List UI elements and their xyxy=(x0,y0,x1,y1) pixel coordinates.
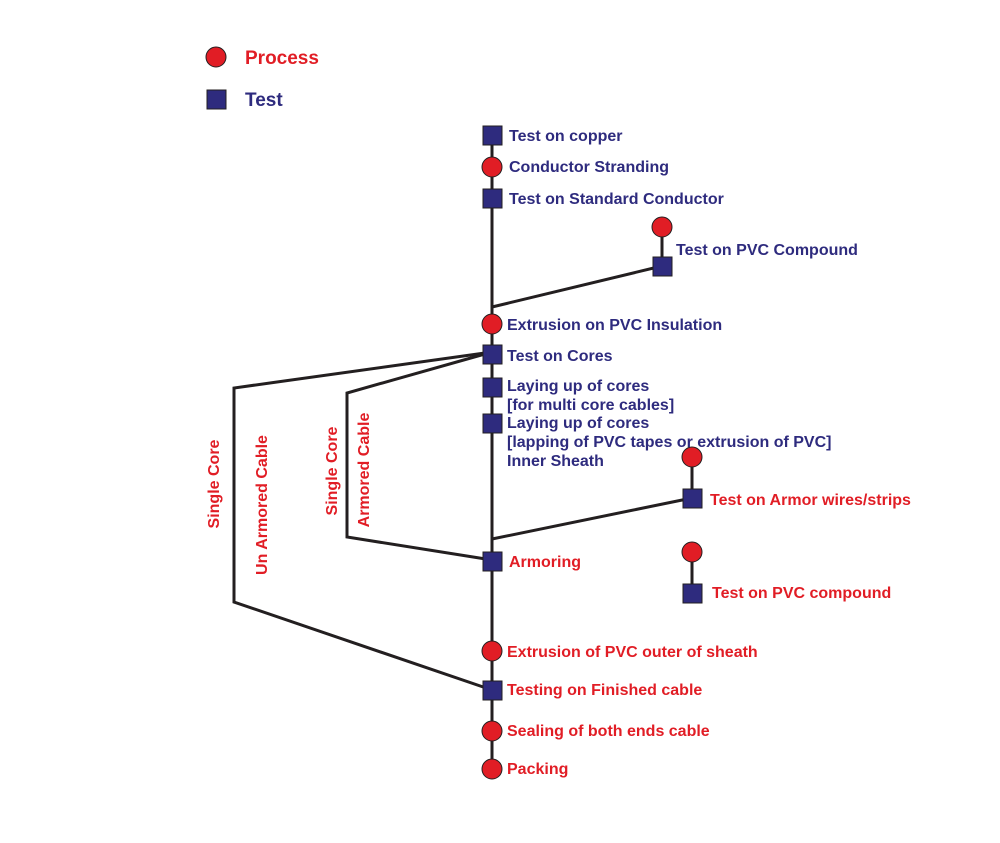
label-test-pvc-compound-1: Test on PVC Compound xyxy=(676,242,858,259)
label-sealing: Sealing of both ends cable xyxy=(507,723,710,740)
label-packing: Packing xyxy=(507,761,568,778)
node-pvc-compound-1-process xyxy=(651,216,673,238)
label-extrusion-outer-sheath: Extrusion of PVC outer of sheath xyxy=(507,644,758,661)
label-test-cores: Test on Cores xyxy=(507,348,613,365)
label-test-pvc-compound-2: Test on PVC compound xyxy=(712,585,891,602)
legend: Process Test xyxy=(205,46,319,111)
node-test-cores xyxy=(482,344,503,365)
branch-labels: Single Core Un Armored Cable Single Core… xyxy=(206,413,373,575)
pvc-compound-1-branch-line xyxy=(491,264,663,309)
branch-label-armored: Armored Cable xyxy=(356,413,373,528)
label-laying-up-2-line1: Laying up of cores xyxy=(507,415,649,432)
branch-label-un-armored: Un Armored Cable xyxy=(254,435,271,575)
label-laying-up-2-line2: [lapping of PVC tapes or extrusion of PV… xyxy=(507,434,831,451)
legend-test-marker xyxy=(206,89,227,110)
node-armoring xyxy=(482,551,503,572)
node-packing xyxy=(481,758,503,780)
node-laying-up-2 xyxy=(482,413,503,434)
legend-process-label: Process xyxy=(245,48,319,69)
label-test-armor: Test on Armor wires/strips xyxy=(710,492,911,509)
single-core-armored-bypass xyxy=(345,350,493,562)
node-test-pvc-compound-2 xyxy=(682,583,703,604)
node-test-armor xyxy=(682,488,703,509)
label-laying-up-1-line2: [for multi core cables] xyxy=(507,397,674,414)
label-testing-finished: Testing on Finished cable xyxy=(507,682,702,699)
label-laying-up-1-line1: Laying up of cores xyxy=(507,378,649,395)
single-core-unarmored-bypass xyxy=(232,350,493,692)
labels: Test on copper Conductor Stranding Test … xyxy=(507,128,911,778)
legend-test-label: Test xyxy=(245,90,283,111)
label-test-copper: Test on copper xyxy=(509,128,623,145)
node-pvc-compound-2-process xyxy=(681,541,703,563)
node-conductor-stranding xyxy=(481,156,503,178)
node-sealing xyxy=(481,720,503,742)
label-test-standard-conductor: Test on Standard Conductor xyxy=(509,191,724,208)
node-test-copper xyxy=(482,125,503,146)
node-laying-up-1 xyxy=(482,377,503,398)
node-test-standard-conductor xyxy=(482,188,503,209)
legend-process-marker xyxy=(205,46,227,68)
label-conductor-stranding: Conductor Stranding xyxy=(509,159,669,176)
node-test-pvc-compound-1 xyxy=(652,256,673,277)
node-testing-finished xyxy=(482,680,503,701)
branch-label-single-core-inner: Single Core xyxy=(324,426,341,515)
node-extrusion-pvc-insulation xyxy=(481,313,503,335)
connector-lines xyxy=(232,135,694,770)
branch-label-single-core-outer: Single Core xyxy=(206,439,223,528)
label-armoring: Armoring xyxy=(509,554,581,571)
label-extrusion-pvc-insulation: Extrusion on PVC Insulation xyxy=(507,317,722,334)
armor-branch-line xyxy=(491,496,693,541)
node-armor-process xyxy=(681,446,703,468)
node-extrusion-outer-sheath xyxy=(481,640,503,662)
nodes xyxy=(481,125,703,780)
label-laying-up-2-line3: Inner Sheath xyxy=(507,453,604,470)
